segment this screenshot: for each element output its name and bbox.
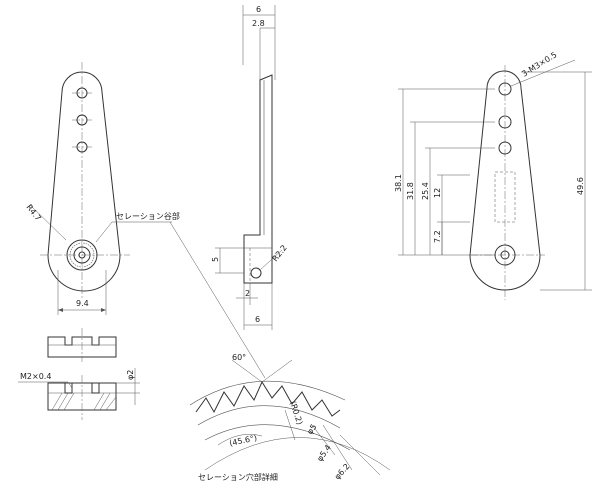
hub-top-view bbox=[47, 328, 117, 362]
side-radius-label: R2.2 bbox=[270, 243, 288, 263]
detail-d1: φ5 bbox=[305, 422, 318, 436]
side-bottom-small: 2 bbox=[245, 289, 250, 298]
root-radius: (R0.2) bbox=[288, 400, 304, 426]
side-view: 6 2.8 5 R2.2 2 6 bbox=[211, 5, 289, 330]
front-holes bbox=[72, 87, 92, 153]
total-length-label: 49.6 bbox=[576, 177, 585, 195]
serration-detail: 60° (45.6°) (R0.2) φ5 φ5.4 φ6.2 セレーション穴部… bbox=[189, 353, 391, 482]
front-radius-label: R4.7 bbox=[24, 203, 42, 223]
front-view: R4.7 9.4 セレーション谷部 bbox=[24, 62, 266, 379]
screw-thread-label: M2×0.4 bbox=[20, 372, 51, 381]
side-left-height: 5 bbox=[211, 257, 220, 262]
section-depth-label: φ2 bbox=[126, 370, 135, 380]
pitch-angle: (45.6°) bbox=[229, 433, 258, 448]
detail-caption: セレーション穴部詳細 bbox=[198, 472, 278, 482]
side-bottom-width: 6 bbox=[255, 315, 260, 324]
serration-callout: セレーション谷部 bbox=[116, 211, 180, 221]
right-arm-outline bbox=[469, 70, 541, 291]
right-dim-5: 7.2 bbox=[433, 230, 442, 243]
front-arm-outline bbox=[47, 71, 121, 292]
front-hub bbox=[66, 239, 98, 271]
side-arm-outline bbox=[243, 74, 273, 284]
section-hatch bbox=[51, 392, 117, 411]
side-thickness: 2.8 bbox=[252, 19, 265, 28]
right-dim-3: 25.4 bbox=[421, 182, 430, 200]
detail-d2: φ5.4 bbox=[315, 443, 333, 463]
right-dim-1: 38.1 bbox=[394, 174, 403, 192]
tooth-angle: 60° bbox=[232, 353, 246, 362]
right-view: 3-M3×0.5 38.1 31.8 25.4 12 7.2 49.6 bbox=[394, 50, 592, 300]
serration-teeth bbox=[195, 380, 341, 417]
section-view: M2×0.4 φ2 bbox=[18, 368, 140, 420]
front-width-label: 9.4 bbox=[76, 299, 89, 308]
side-top-width: 6 bbox=[256, 5, 261, 14]
right-dim-4: 12 bbox=[433, 188, 442, 198]
right-dim-2: 31.8 bbox=[406, 182, 415, 200]
